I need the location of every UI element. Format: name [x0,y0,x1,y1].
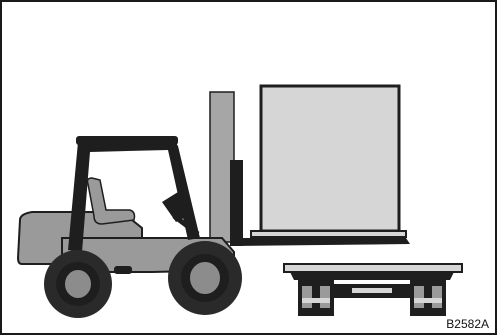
rear-wheel [44,250,112,318]
load-box [261,86,399,231]
figure-reference-code: B2582A [446,318,489,330]
mast [210,92,243,246]
front-wheel [168,241,242,315]
pallet-rack [284,264,462,316]
operator-seat [88,178,135,224]
pallet [251,231,406,237]
forks [234,238,410,246]
